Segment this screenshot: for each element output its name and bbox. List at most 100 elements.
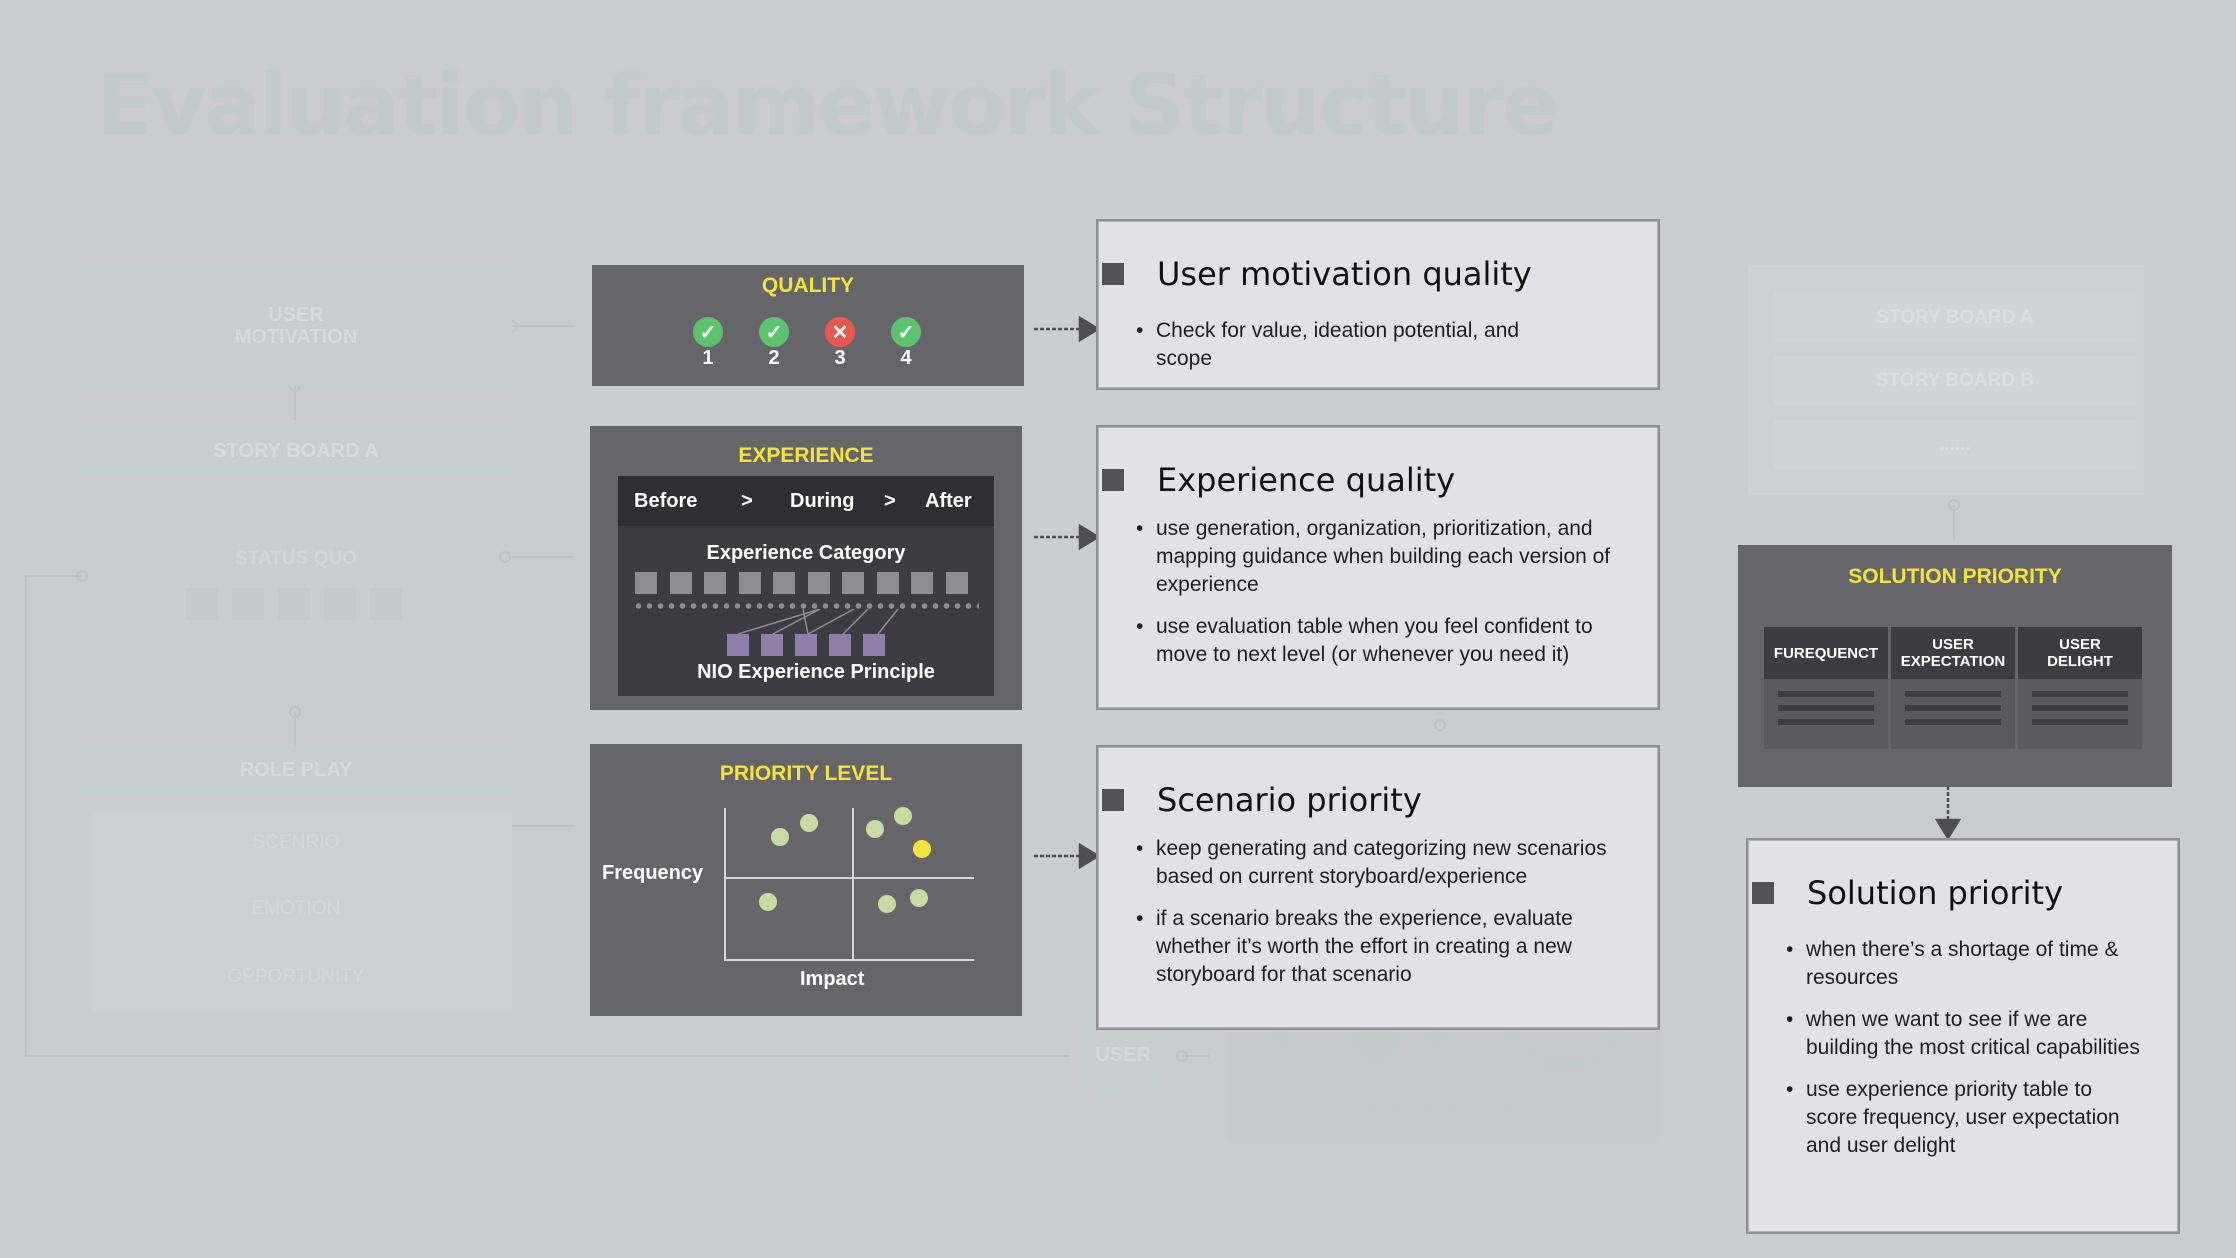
check-icon: ✓ bbox=[891, 317, 921, 347]
bg-list-item-1: EMOTION bbox=[251, 898, 341, 919]
bg-user-circle: USER bbox=[1095, 1044, 1151, 1066]
quality-check-1: ✓ 1 bbox=[693, 317, 723, 370]
solution-col-body bbox=[2018, 679, 2142, 749]
principle-square bbox=[863, 634, 885, 656]
principle-square bbox=[761, 634, 783, 656]
experience-category-label: Experience Category bbox=[706, 542, 906, 564]
phase-before: Before bbox=[634, 490, 698, 512]
card-bullets: when there’s a shortage of time & resour… bbox=[1784, 936, 2146, 1174]
card-bullet: when we want to see if we are building t… bbox=[1784, 1006, 2146, 1062]
scatter-point bbox=[866, 820, 884, 838]
bg-story-board-a-right: STORY BOARD A bbox=[1774, 293, 2136, 343]
card-solution: Solution priority when there’s a shortag… bbox=[1746, 838, 2180, 1234]
bg-ellipsis-right: ...... bbox=[1774, 420, 2136, 470]
bg-story-board-b-right: STORY BOARD B bbox=[1774, 356, 2136, 406]
quality-check-num: 1 bbox=[702, 347, 714, 369]
category-square bbox=[842, 572, 864, 594]
bg-story-board-a: STORY BOARD A bbox=[80, 426, 512, 476]
solution-col-header: USER EXPECTATION bbox=[1891, 627, 2015, 679]
quality-check-3: ✕ 3 bbox=[825, 317, 855, 370]
bg-baseline: Baseline passed bbox=[1372, 1098, 1514, 1118]
quadrant-divider-h bbox=[724, 877, 974, 879]
solution-col-user-expectation: USER EXPECTATION bbox=[1891, 627, 2015, 749]
quality-check-2: ✓ 2 bbox=[759, 317, 789, 370]
quadrant-divider-v bbox=[852, 808, 854, 960]
solution-priority-panel: SOLUTION PRIORITY FUREQUENCT USER EXPECT… bbox=[1738, 545, 2172, 787]
card-bullet: if a scenario breaks the experience, eva… bbox=[1134, 905, 1634, 989]
category-square bbox=[911, 572, 933, 594]
card-experience: Experience quality use generation, organ… bbox=[1096, 425, 1660, 710]
bg-role-play: ROLE PLAY bbox=[80, 745, 512, 795]
experience-category-squares bbox=[635, 572, 968, 594]
card-marker-icon bbox=[1102, 469, 1124, 491]
card-heading: Solution priority bbox=[1807, 874, 2063, 912]
solution-col-body bbox=[1891, 679, 2015, 749]
card-bullet: keep generating and categorizing new sce… bbox=[1134, 835, 1634, 891]
category-square bbox=[704, 572, 726, 594]
experience-title: EXPERIENCE bbox=[738, 444, 874, 467]
phase-sep-1: > bbox=[741, 490, 753, 512]
principle-connectors bbox=[737, 609, 899, 635]
axis-x bbox=[724, 959, 974, 961]
quality-panel: QUALITY ✓ 1 ✓ 2 ✕ 3 ✓ 4 bbox=[592, 265, 1024, 386]
scatter-point bbox=[910, 889, 928, 907]
category-square bbox=[876, 572, 899, 594]
phase-sep-2: > bbox=[884, 490, 896, 512]
solution-title: SOLUTION PRIORITY bbox=[1848, 565, 2062, 588]
card-bullet: Check for value, ideation potential, and… bbox=[1134, 317, 1564, 373]
axis-y bbox=[724, 808, 726, 960]
scatter-point bbox=[771, 828, 789, 846]
principle-square bbox=[829, 634, 851, 656]
scatter-point bbox=[894, 807, 912, 825]
card-bullet: use evaluation table when you feel confi… bbox=[1134, 613, 1634, 669]
category-square bbox=[945, 572, 968, 594]
category-square bbox=[807, 572, 830, 594]
scatter-point bbox=[800, 814, 818, 832]
category-square bbox=[773, 572, 795, 594]
category-square bbox=[669, 572, 692, 594]
quality-check-num: 4 bbox=[900, 347, 912, 369]
nio-principle-label: NIO Experience Principle bbox=[697, 661, 935, 683]
principle-square bbox=[727, 634, 749, 656]
principle-square bbox=[795, 634, 817, 656]
experience-dot-row bbox=[633, 603, 979, 609]
quality-title: QUALITY bbox=[761, 274, 855, 297]
bg-status-quo: STATUS QUO bbox=[235, 548, 357, 569]
category-square bbox=[635, 572, 657, 594]
phase-during: During bbox=[790, 490, 855, 512]
card-scenario: Scenario priority keep generating and ca… bbox=[1096, 745, 1660, 1030]
phase-bar bbox=[618, 476, 994, 526]
card-heading: Scenario priority bbox=[1157, 781, 1422, 819]
card-marker-icon bbox=[1102, 789, 1124, 811]
phase-after: After bbox=[925, 490, 972, 512]
bg-list-item-0: SCENRIO bbox=[252, 832, 340, 853]
scatter-point bbox=[878, 895, 896, 913]
card-marker-icon bbox=[1752, 882, 1774, 904]
experience-inner: Before > During > After Experience Categ… bbox=[618, 476, 994, 696]
scatter-point-highlight bbox=[913, 840, 931, 858]
quality-check-4: ✓ 4 bbox=[891, 317, 921, 370]
frequency-axis-label: Frequency bbox=[602, 862, 704, 884]
solution-col-header: USER DELIGHT bbox=[2018, 627, 2142, 679]
quality-check-num: 2 bbox=[768, 347, 780, 369]
card-user-motivation: User motivation quality Check for value,… bbox=[1096, 219, 1660, 390]
solution-col-body bbox=[1764, 679, 1888, 749]
quality-checks: ✓ 1 ✓ 2 ✕ 3 ✓ 4 bbox=[693, 317, 921, 370]
solution-table: FUREQUENCT USER EXPECTATION USER DELIGHT bbox=[1764, 627, 2142, 749]
card-bullet: when there’s a shortage of time & resour… bbox=[1784, 936, 2146, 992]
cross-icon: ✕ bbox=[825, 317, 855, 347]
check-icon: ✓ bbox=[693, 317, 723, 347]
card-marker-icon bbox=[1102, 263, 1124, 285]
experience-panel: EXPERIENCE Before > During > After Exper… bbox=[590, 426, 1022, 710]
impact-axis-label: Impact bbox=[800, 968, 865, 990]
check-icon: ✓ bbox=[759, 317, 789, 347]
card-heading: Experience quality bbox=[1157, 461, 1456, 499]
bg-list-item-2: OPPORTUNITY bbox=[227, 966, 365, 987]
category-square bbox=[738, 572, 761, 594]
page-title: Evaluation framework Structure bbox=[96, 56, 1559, 154]
quality-check-num: 3 bbox=[834, 347, 846, 369]
card-heading: User motivation quality bbox=[1157, 255, 1532, 293]
principle-squares bbox=[727, 634, 885, 656]
card-bullets: Check for value, ideation potential, and… bbox=[1134, 317, 1564, 387]
